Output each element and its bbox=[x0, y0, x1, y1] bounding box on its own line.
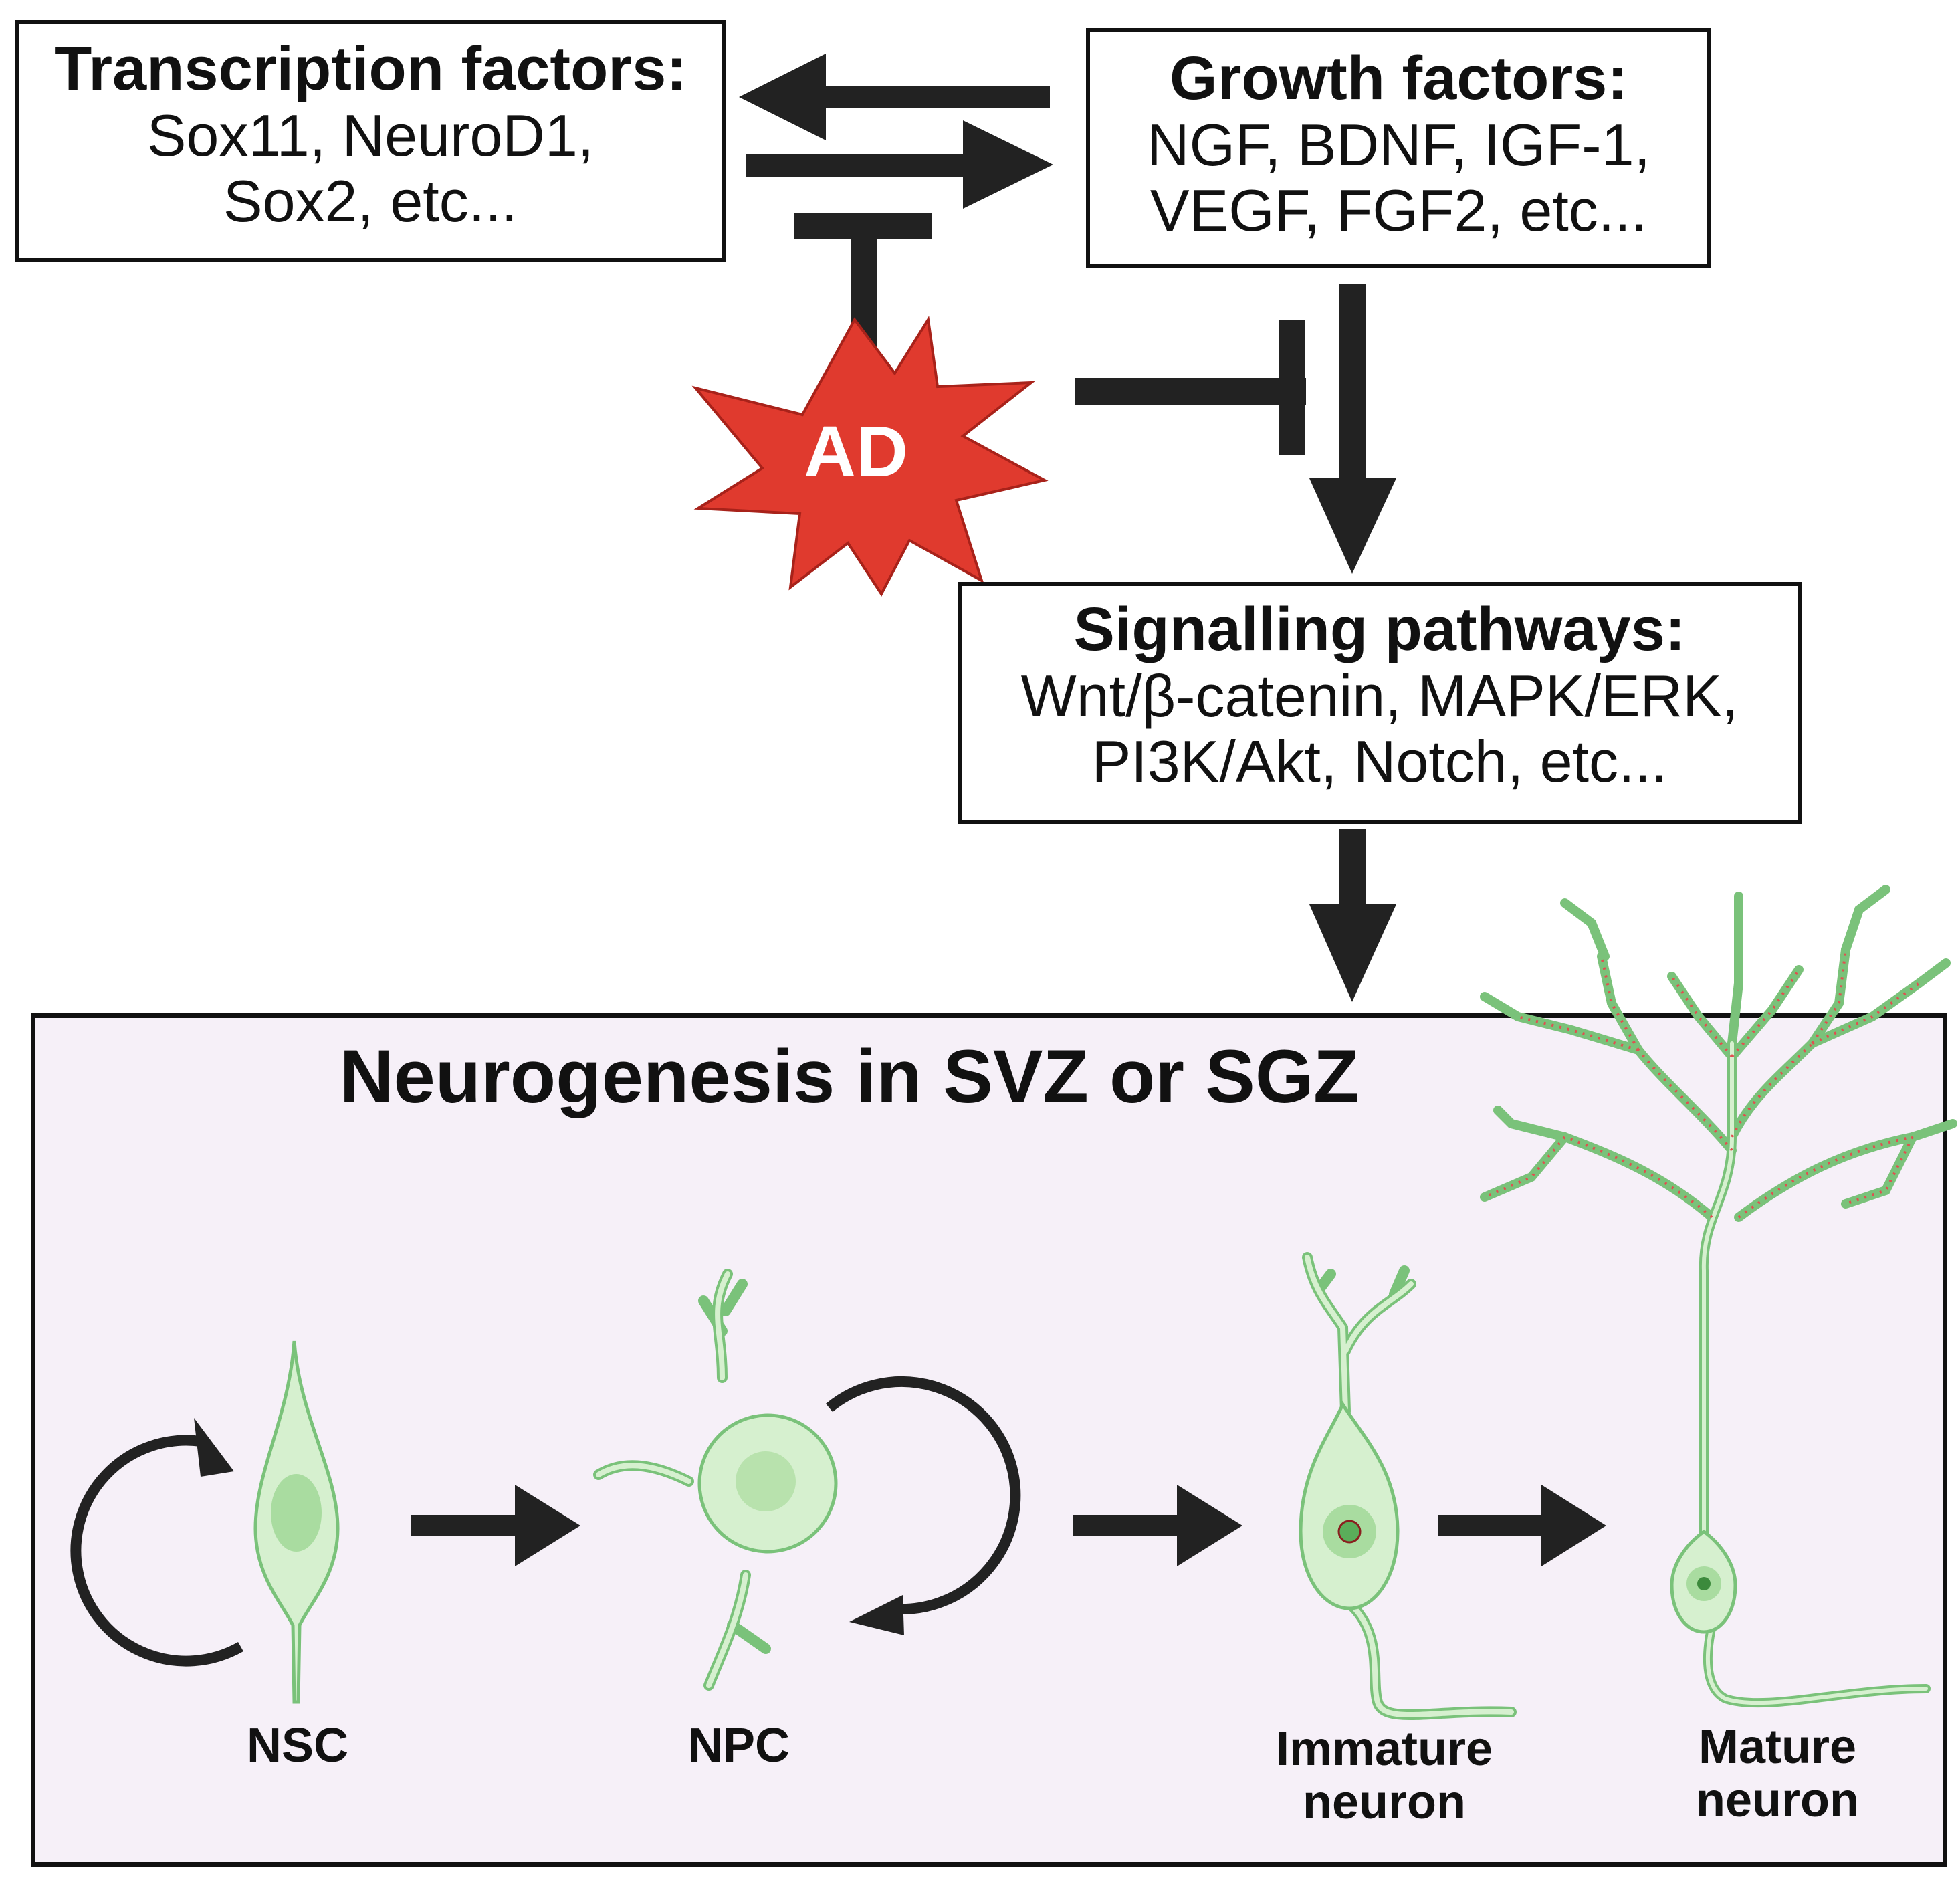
nsc-label-text: NSC bbox=[246, 1719, 348, 1772]
growth-factors-box: Growth factors: NGF, BDNF, IGF-1, VEGF, … bbox=[1086, 28, 1711, 268]
immature-neuron bbox=[1299, 1252, 1517, 1721]
growth-factors-line1: NGF, BDNF, IGF-1, bbox=[1147, 112, 1650, 178]
arrow-immature-to-mature bbox=[1438, 1485, 1606, 1566]
arrow-nsc-to-npc bbox=[411, 1485, 580, 1566]
nsc-self-renewal-arrow bbox=[70, 1418, 243, 1667]
mature-label-line1: Mature bbox=[1698, 1720, 1857, 1774]
transcription-factors-title: Transcription factors: bbox=[54, 35, 687, 103]
immature-neuron-label: Immature neuron bbox=[1217, 1722, 1551, 1829]
arrow-sp-to-neuro bbox=[1309, 829, 1396, 1002]
arrow-npc-to-immature bbox=[1073, 1485, 1242, 1566]
npc-label-text: NPC bbox=[687, 1719, 790, 1772]
signalling-pathways-line2: PI3K/Akt, Notch, etc... bbox=[1091, 728, 1668, 795]
arrow-gf-to-sp bbox=[1309, 284, 1396, 574]
nsc-cell bbox=[253, 1340, 340, 1704]
mature-label-line2: neuron bbox=[1696, 1774, 1859, 1827]
npc-body bbox=[596, 1271, 838, 1688]
inhibit-ad-to-gf-arrow bbox=[1075, 320, 1306, 455]
transcription-factors-box: Transcription factors: Sox11, NeuroD1, S… bbox=[15, 20, 726, 262]
npc-label: NPC bbox=[572, 1719, 906, 1772]
transcription-factors-line2: Sox2, etc... bbox=[223, 168, 518, 234]
ad-star: AD bbox=[691, 316, 1049, 597]
neurogenesis-title: Neurogenesis in SVZ or SGZ bbox=[339, 1035, 1359, 1118]
immature-label-line1: Immature bbox=[1275, 1722, 1493, 1776]
mature-neuron bbox=[1480, 885, 1957, 1708]
transcription-factors-line1: Sox11, NeuroD1, bbox=[146, 102, 594, 169]
ad-label: AD bbox=[804, 411, 908, 492]
neurogenesis-panel bbox=[31, 1013, 1947, 1867]
nsc-label: NSC bbox=[130, 1719, 465, 1772]
growth-factors-line2: VEGF, FGF2, etc... bbox=[1150, 177, 1648, 243]
arrow-gf-to-tf bbox=[739, 54, 1050, 140]
signalling-pathways-line1: Wnt/β-catenin, MAPK/ERK, bbox=[1020, 663, 1739, 729]
arrow-tf-to-gf bbox=[746, 120, 1053, 209]
npc-self-renewal-arrow bbox=[825, 1376, 1021, 1635]
immature-label-line2: neuron bbox=[1303, 1776, 1466, 1829]
mature-neuron-label: Mature neuron bbox=[1610, 1720, 1945, 1827]
signalling-pathways-title: Signalling pathways: bbox=[1073, 595, 1686, 663]
signalling-pathways-box: Signalling pathways: Wnt/β-catenin, MAPK… bbox=[958, 582, 1802, 824]
inhibit-ad-to-tf bbox=[794, 213, 932, 361]
growth-factors-title: Growth factors: bbox=[1170, 44, 1628, 112]
